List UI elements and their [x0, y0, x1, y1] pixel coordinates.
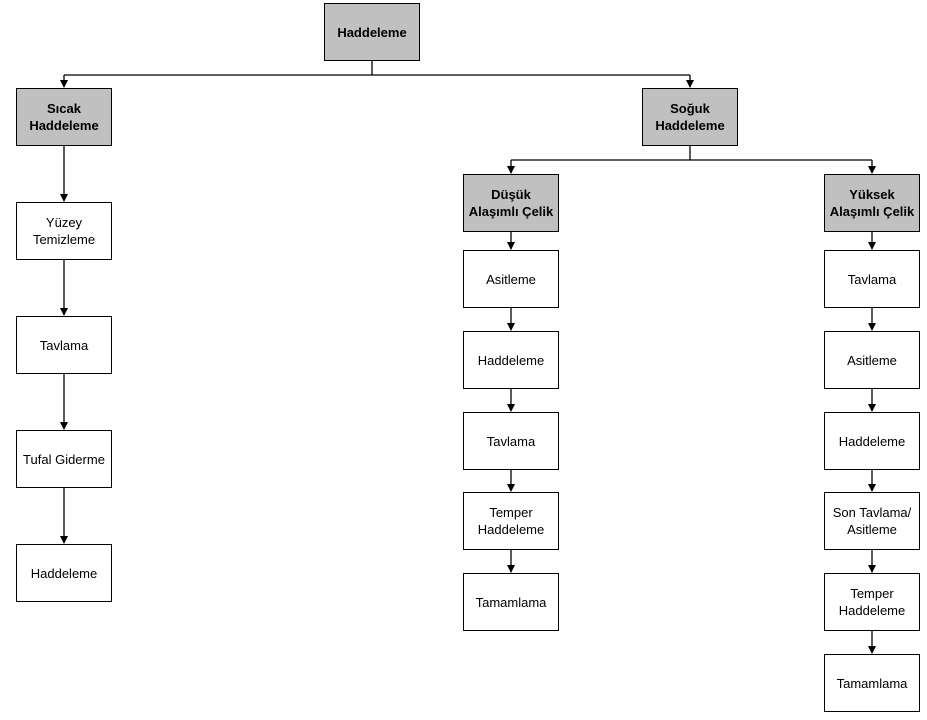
node-high-alloy-steel: Yüksek Alaşımlı Çelik [824, 174, 920, 232]
node-high-step-final-anneal-pickling: Son Tavlama/ Asitleme [824, 492, 920, 550]
node-high-step-pickling: Asitleme [824, 331, 920, 389]
node-hot-step-annealing: Tavlama [16, 316, 112, 374]
node-low-step-pickling: Asitleme [463, 250, 559, 308]
node-low-step-finishing: Tamamlama [463, 573, 559, 631]
node-high-step-annealing: Tavlama [824, 250, 920, 308]
node-high-step-finishing: Tamamlama [824, 654, 920, 712]
node-hot-step-rolling: Haddeleme [16, 544, 112, 602]
node-low-step-rolling: Haddeleme [463, 331, 559, 389]
node-high-step-temper-rolling: Temper Haddeleme [824, 573, 920, 631]
node-high-step-rolling: Haddeleme [824, 412, 920, 470]
node-hot-step-surface-cleaning: Yüzey Temizleme [16, 202, 112, 260]
node-hot-rolling: Sıcak Haddeleme [16, 88, 112, 146]
node-cold-rolling: Soğuk Haddeleme [642, 88, 738, 146]
node-low-step-temper-rolling: Temper Haddeleme [463, 492, 559, 550]
node-hot-step-descaling: Tufal Giderme [16, 430, 112, 488]
node-low-step-annealing: Tavlama [463, 412, 559, 470]
node-low-alloy-steel: Düşük Alaşımlı Çelik [463, 174, 559, 232]
node-rolling: Haddeleme [324, 3, 420, 61]
